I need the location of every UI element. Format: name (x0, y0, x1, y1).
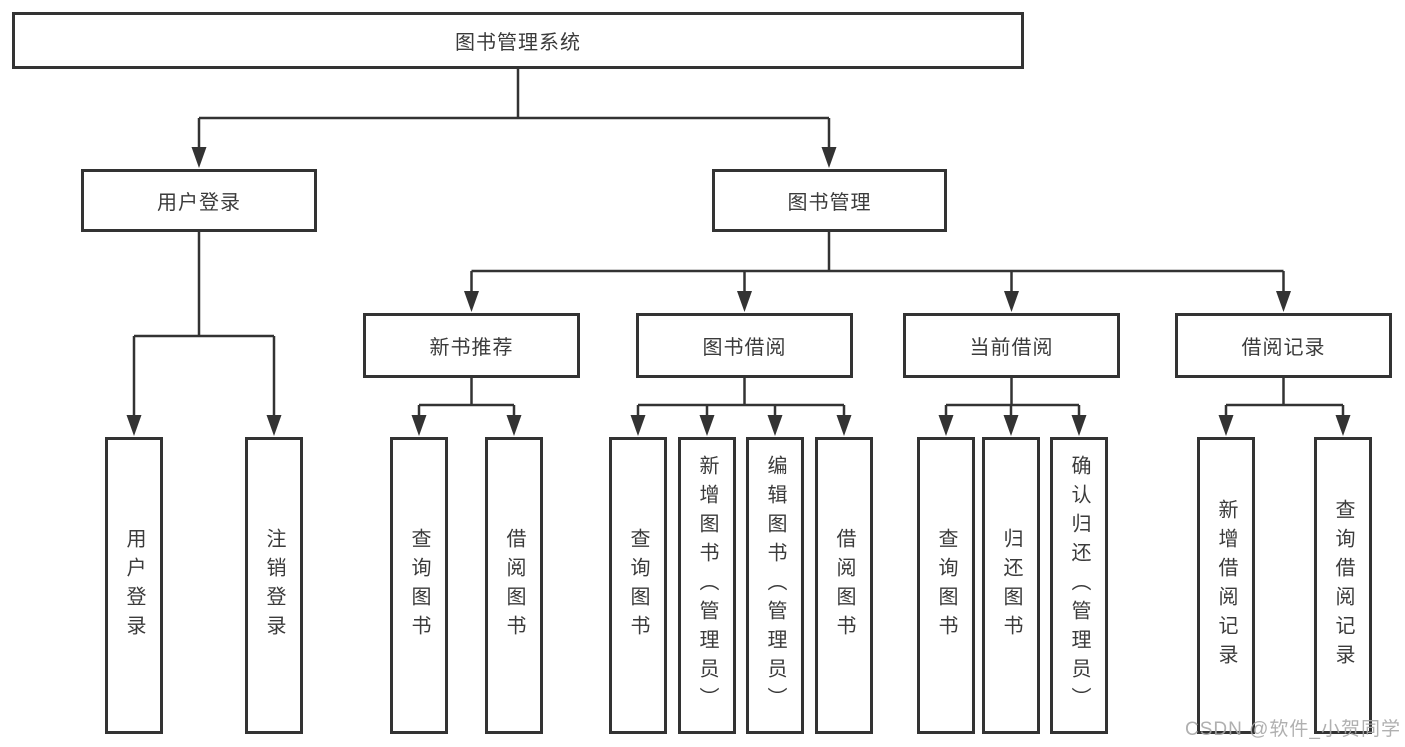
leaf-label: 借阅图书 (503, 527, 525, 644)
leaf-label: 编辑图书（管理员） (764, 455, 786, 716)
node-book-borrowing: 图书借阅 (636, 313, 853, 378)
leaf-add-borrow-record: 新增借阅记录 (1197, 437, 1255, 734)
node-user-login: 用户登录 (81, 169, 317, 232)
leaf-label: 新增借阅记录 (1215, 498, 1237, 673)
leaf-query-borrow-record: 查询借阅记录 (1314, 437, 1372, 734)
leaf-logout: 注销登录 (245, 437, 303, 734)
node-label: 图书管理系统 (455, 32, 581, 54)
node-library-management-system: 图书管理系统 (12, 12, 1024, 69)
node-book-management: 图书管理 (712, 169, 947, 232)
node-label: 图书管理 (787, 192, 872, 214)
node-label: 借阅记录 (1241, 337, 1326, 359)
leaf-edit-books-admin: 编辑图书（管理员） (746, 437, 804, 734)
leaf-add-books-admin: 新增图书（管理员） (678, 437, 736, 734)
leaf-recommend-borrow-books: 借阅图书 (485, 437, 543, 734)
leaf-return-books: 归还图书 (982, 437, 1040, 734)
node-label: 图书借阅 (702, 337, 787, 359)
leaf-label: 查询图书 (627, 527, 649, 644)
leaf-label: 借阅图书 (833, 527, 855, 644)
leaf-confirm-return-admin: 确认归还（管理员） (1050, 437, 1108, 734)
leaf-user-login: 用户登录 (105, 437, 163, 734)
csdn-watermark: CSDN @软件_小贺同学 (1185, 719, 1401, 740)
leaf-label: 新增图书（管理员） (696, 455, 718, 716)
leaf-label: 确认归还（管理员） (1068, 455, 1090, 716)
node-label: 当前借阅 (969, 337, 1054, 359)
leaf-label: 注销登录 (263, 527, 285, 644)
leaf-label: 用户登录 (123, 527, 145, 644)
leaf-current-query-books: 查询图书 (917, 437, 975, 734)
leaf-label: 查询借阅记录 (1332, 498, 1354, 673)
node-current-borrowing: 当前借阅 (903, 313, 1120, 378)
leaf-label: 归还图书 (1000, 527, 1022, 644)
arrowheads (126, 147, 1351, 436)
leaf-label: 查询图书 (408, 527, 430, 644)
leaf-label: 查询图书 (935, 527, 957, 644)
node-new-book-recommendation: 新书推荐 (363, 313, 580, 378)
leaf-recommend-query-books: 查询图书 (390, 437, 448, 734)
leaf-borrow-query-books: 查询图书 (609, 437, 667, 734)
node-label: 用户登录 (157, 192, 241, 214)
leaf-borrow-books: 借阅图书 (815, 437, 873, 734)
node-borrowing-records: 借阅记录 (1175, 313, 1392, 378)
node-label: 新书推荐 (429, 337, 514, 359)
